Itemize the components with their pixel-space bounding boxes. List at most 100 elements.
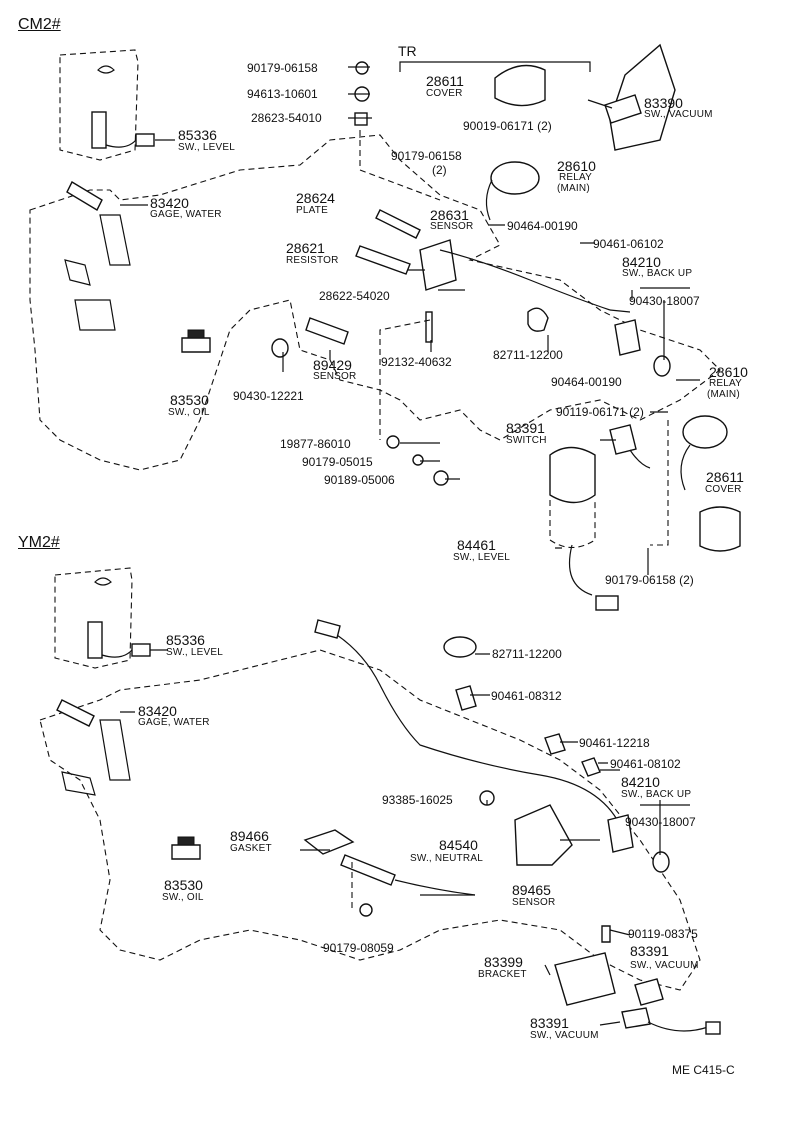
- part-89429-num: 89429: [313, 357, 352, 373]
- ym2-part-83391-b-name: SW., VACUUM: [530, 1030, 599, 1041]
- sensor-harness: [439, 249, 611, 311]
- level-switch-85336-ym2: [87, 621, 103, 659]
- part-83530-num: 83530: [170, 392, 209, 408]
- part-83530-name: SW., OIL: [168, 407, 210, 418]
- level-wire-ym2: [101, 649, 133, 658]
- part-28623-54010: 28623-54010: [251, 111, 322, 125]
- oil-switch-83530: [181, 337, 211, 353]
- ym2-part-90119-08375: 90119-08375: [628, 927, 698, 941]
- ym2-part-90461-08312: 90461-08312: [491, 689, 562, 703]
- bolt-92132: [425, 311, 433, 343]
- ym2-part-93385-16025: 93385-16025: [382, 793, 453, 807]
- part-90179-06158-b: 90179-06158 (2): [605, 573, 694, 587]
- part-90179-06158-2-qty: (2): [432, 163, 447, 177]
- part-83390-name: SW., VACUUM: [644, 109, 713, 120]
- oil-switch-hex: [187, 329, 205, 339]
- block-stripe-ym2-1: [99, 719, 131, 781]
- ym2-part-85336-name: SW., LEVEL: [166, 647, 224, 658]
- part-28624-num: 28624: [296, 190, 335, 206]
- ym2-part-84540-num: 84540: [439, 837, 478, 853]
- part-28621-num: 28621: [286, 240, 325, 256]
- part-19877-86010: 19877-86010: [280, 437, 351, 451]
- ym2-part-83530-name: SW., OIL: [162, 892, 204, 903]
- level-switch-85336: [91, 111, 107, 149]
- level-wire-84461: [568, 544, 593, 596]
- part-90430-18007: 90430-18007: [629, 294, 700, 308]
- bracket-90461-12218: [544, 733, 566, 755]
- part-28621-name: RESISTOR: [286, 255, 339, 266]
- bracket-83399: [554, 952, 616, 1006]
- engine-outline-cm2: [29, 134, 721, 471]
- relay-b-wire: [680, 444, 691, 491]
- nut-19877: [386, 435, 400, 449]
- part-83420-name: GAGE, WATER: [150, 209, 222, 220]
- part-84210-num: 84210: [622, 254, 661, 270]
- water-gage-83420: [66, 181, 103, 211]
- nut-90189-05006: [433, 470, 449, 486]
- ym2-part-89466-name: GASKET: [230, 843, 272, 854]
- ym2-part-83399-num: 83399: [484, 954, 523, 970]
- ym2-part-83420-name: GAGE, WATER: [138, 717, 210, 728]
- level-connector-84461: [595, 595, 619, 611]
- level-tank-84461: [549, 446, 596, 504]
- tr-bracket: [399, 61, 591, 72]
- reservoir-outline: [59, 49, 139, 161]
- ym2-part-89466-num: 89466: [230, 828, 269, 844]
- washer-90430-12221: [271, 338, 289, 358]
- ym2-part-84540-name: SW., NEUTRAL: [410, 853, 483, 864]
- part-83391-name: SWITCH: [506, 435, 547, 446]
- part-28631-name: SENSOR: [430, 221, 474, 232]
- screw-90119-08375: [601, 925, 611, 943]
- ym2-part-89465-num: 89465: [512, 882, 551, 898]
- ym2-part-84210-num: 84210: [621, 774, 660, 790]
- vacuum-switch-83391-b: [621, 1007, 651, 1029]
- backup-switch-84210-ym2: [607, 814, 634, 853]
- clamp-82711-ym2: [443, 636, 477, 658]
- nut-90179-06158: [355, 61, 369, 75]
- ym2-part-83391-a-name: SW., VACUUM: [630, 960, 699, 971]
- relay-wire: [485, 179, 493, 221]
- vacuum-bracket: [609, 43, 676, 151]
- water-gage-83420-ym2: [56, 699, 95, 727]
- nut-90179-08059: [359, 903, 373, 917]
- part-92132-40632: 92132-40632: [381, 355, 452, 369]
- section-cm2: CM2#: [18, 16, 61, 33]
- ym2-part-90461-08102: 90461-08102: [610, 757, 681, 771]
- reservoir-cap: [97, 65, 115, 74]
- engine-outline-ym2: [39, 649, 701, 991]
- part-84461-name: SW., LEVEL: [453, 552, 511, 563]
- part-28631-num: 28631: [430, 207, 469, 223]
- sensor-89429: [305, 317, 349, 345]
- sensor-bracket-28631: [419, 239, 457, 291]
- vacuum-switch-83390: [604, 94, 642, 124]
- leaders: [120, 66, 700, 1026]
- cover-28611: [494, 64, 546, 107]
- reservoir-cap-ym2: [94, 577, 112, 586]
- part-90179-06158: 90179-06158: [247, 61, 318, 75]
- ym2-part-90430-18007: 90430-18007: [625, 815, 696, 829]
- tank-lower: [549, 500, 596, 549]
- diagram-reference: ME C415-C: [672, 1063, 735, 1077]
- bracket-90461-08102: [581, 757, 601, 777]
- part-90189-05006: 90189-05006: [324, 473, 395, 487]
- level-wire: [105, 139, 137, 148]
- ym2-part-90461-12218: 90461-12218: [579, 736, 650, 750]
- part-28610-b-num: 28610: [709, 364, 748, 380]
- gasket-89466: [303, 829, 355, 855]
- part-83420-num: 83420: [150, 195, 189, 211]
- part-94613-10601: 94613-10601: [247, 87, 318, 101]
- switch-83391-wire: [629, 449, 651, 469]
- part-90461-06102: 90461-06102: [593, 237, 664, 251]
- level-connector: [135, 133, 155, 147]
- resistor-28621: [355, 245, 411, 275]
- dash-leader-1: [359, 130, 441, 201]
- part-28610-b-name1: RELAY: [709, 378, 743, 389]
- reservoir-outline-ym2: [54, 567, 133, 669]
- part-28624-name: PLATE: [296, 205, 328, 216]
- relay-28610: [490, 161, 540, 195]
- part-28610-name1: RELAY: [559, 172, 593, 183]
- plate-28624: [375, 209, 421, 239]
- ym2-part-83391-b-num: 83391: [530, 1015, 569, 1031]
- ym2-part-83399-name: BRACKET: [478, 969, 527, 980]
